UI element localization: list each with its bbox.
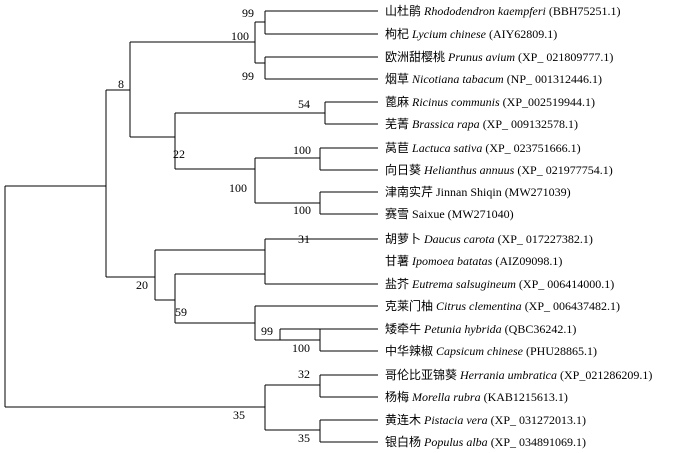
taxon-label: 哥伦比亚锦葵 Herrania umbratica (XP_021286209.… — [385, 367, 652, 382]
taxon-label: 盐芥 Eutrema salsugineum (XP_ 006414000.1) — [385, 277, 614, 291]
support-value: 59 — [175, 305, 187, 319]
support-value: 99 — [242, 69, 254, 83]
support-value: 35 — [233, 408, 245, 422]
taxon-label: 克莱门柚 Citrus clementina (XP_ 006437482.1) — [385, 298, 620, 313]
tree-branches — [4, 10, 378, 443]
support-value: 8 — [118, 77, 124, 91]
support-value: 20 — [136, 278, 148, 292]
taxon-label: 山杜鹃 Rhododendron kaempferi (BBH75251.1) — [385, 3, 621, 18]
taxon-label: 矮牵牛 Petunia hybrida (QBC36242.1) — [385, 321, 576, 336]
support-value: 54 — [298, 97, 310, 111]
taxon-label: 胡萝卜 Daucus carota (XP_ 017227382.1) — [385, 232, 593, 246]
support-value: 99 — [261, 324, 273, 338]
support-value: 99 — [242, 6, 254, 20]
support-value: 100 — [292, 341, 310, 355]
taxon-label: 芜菁 Brassica rapa (XP_ 009132578.1) — [385, 117, 578, 131]
support-value: 22 — [173, 147, 185, 161]
taxon-label: 枸杞 Lycium chinese (AIY62809.1) — [385, 26, 557, 41]
taxon-label: 甘薯 Ipomoea batatas (AIZ09098.1) — [385, 254, 562, 268]
support-value: 100 — [229, 181, 247, 195]
taxon-label: 黄连木 Pistacia vera (XP_ 031272013.1) — [385, 412, 586, 427]
support-value: 100 — [293, 143, 311, 157]
taxon-label: 莴苣 Lactuca sativa (XP_ 023751666.1) — [385, 141, 581, 155]
taxon-label: 烟草 Nicotiana tabacum (NP_ 001312446.1) — [385, 72, 602, 86]
taxon-label: 银白杨 Populus alba (XP_ 034891069.1) — [385, 434, 586, 449]
support-value: 100 — [293, 203, 311, 217]
taxon-label: 中华辣椒 Capsicum chinese (PHU28865.1) — [385, 343, 597, 358]
support-value: 32 — [298, 367, 310, 381]
taxon-label: 赛雪 Saixue (MW271040) — [385, 206, 514, 221]
taxon-label: 向日葵 Helianthus annuus (XP_ 021977754.1) — [385, 162, 613, 177]
taxon-label: 欧洲甜樱桃 Prunus avium (XP_ 021809777.1) — [385, 49, 613, 64]
support-value: 35 — [298, 431, 310, 445]
taxon-labels: 山杜鹃 Rhododendron kaempferi (BBH75251.1) … — [385, 3, 652, 449]
support-value: 31 — [298, 232, 310, 246]
support-values: 99 100 99 8 54 22 100 100 100 31 20 59 9… — [118, 6, 311, 445]
taxon-label: 杨梅 Morella rubra (KAB1215613.1) — [385, 389, 568, 404]
taxon-label: 蓖麻 Ricinus communis (XP_002519944.1) — [385, 94, 595, 109]
support-value: 100 — [231, 29, 249, 43]
taxon-label: 津南实芹 Jinnan Shiqin (MW271039) — [385, 184, 571, 199]
